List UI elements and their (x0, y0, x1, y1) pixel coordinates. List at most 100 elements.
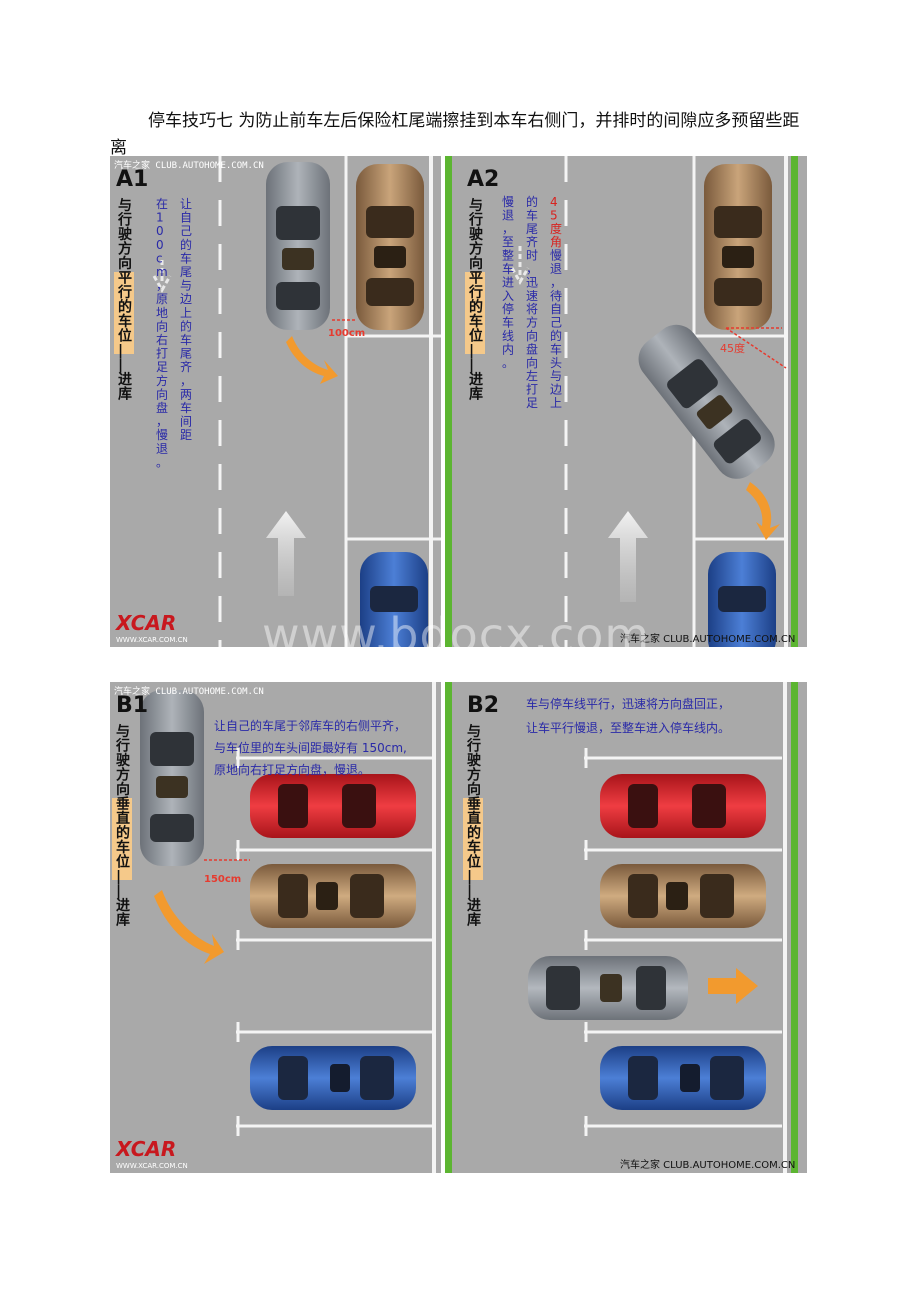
vertical-char: 向 (526, 328, 538, 343)
category-vertical-text: 与行驶方向平行的车位||进库 (117, 198, 132, 403)
vertical-char: ， (526, 262, 538, 276)
vertical-char: 车 (180, 400, 192, 415)
panel-label: A2 (467, 167, 499, 192)
vertical-char: 打 (156, 347, 168, 361)
vertical-char: 位 (467, 854, 481, 871)
vertical-char: 车 (180, 250, 192, 265)
vertical-char: ， (156, 279, 168, 293)
vertical-char: 垂 (467, 796, 481, 813)
vertical-char: 向 (467, 781, 481, 798)
vertical-char: 内 (502, 342, 514, 356)
vertical-char: 地 (156, 306, 168, 320)
vertical-char: | (118, 358, 123, 374)
xcar-url: WWW.XCAR.COM.CN (116, 1162, 188, 1170)
vertical-char: 0 (156, 238, 164, 252)
gray-car-icon (528, 956, 688, 1020)
brown-car-icon (600, 864, 766, 928)
vertical-char: 车 (116, 839, 130, 856)
vertical-char: ， (156, 415, 168, 429)
panel-label: B2 (467, 693, 499, 718)
vertical-char: 方 (526, 315, 538, 330)
vertical-char: 足 (526, 396, 538, 410)
vertical-char: 左 (526, 368, 538, 383)
gray-car-icon (140, 690, 204, 866)
instruction-vertical-text: 让自己的车尾与边上的车尾齐，两车间距 (180, 197, 192, 442)
vertical-char: 垂 (116, 796, 130, 813)
figure-perpendicular-parking: 150cm B1 汽车之家 CLUB.AUTOHOME.COM.CN 让自己的车… (110, 682, 807, 1173)
vertical-char: 待 (550, 289, 562, 303)
vertical-char: 的 (180, 318, 192, 333)
vertical-char: 的 (118, 299, 132, 316)
vertical-char: 行 (117, 284, 132, 301)
vertical-char: 进 (116, 898, 130, 914)
vertical-char: 车 (467, 839, 481, 856)
vertical-char: 边 (550, 383, 562, 397)
blue-car-icon (360, 552, 428, 647)
vertical-char: ， (180, 374, 192, 388)
vertical-char: 的 (116, 825, 130, 842)
angle-marker (725, 327, 787, 369)
vertical-char: 慢 (502, 195, 514, 209)
vertical-char: c (156, 251, 163, 265)
vertical-char: 方 (118, 241, 132, 258)
instruction-line: 让自己的车尾于邻库车的右侧平齐， (214, 718, 406, 733)
vertical-char: 4 (550, 195, 558, 209)
gray-car-icon (266, 162, 330, 330)
vertical-char: 方 (469, 241, 483, 258)
vertical-char: 迅 (526, 275, 538, 289)
vertical-char: 退 (502, 208, 514, 222)
vertical-char: 慢 (550, 249, 562, 263)
vertical-char: 打 (526, 383, 538, 397)
vertical-char: | (469, 343, 474, 359)
vertical-char: | (118, 343, 123, 359)
vertical-char: 车 (502, 315, 514, 330)
vertical-char: 己 (180, 224, 192, 238)
vertical-char: 右 (156, 332, 168, 347)
vertical-char: 速 (526, 289, 538, 303)
vertical-char: 间 (180, 415, 192, 429)
vertical-char: 与 (469, 198, 483, 214)
instruction-line: 让车平行慢退，至整车进入停车线内。 (526, 720, 730, 735)
green-strip (445, 156, 452, 647)
vertical-char: 退 (550, 262, 562, 276)
vertical-char: 进 (467, 898, 481, 914)
vertical-char: 盘 (526, 341, 538, 356)
page-heading: 停车技巧七 为防止前车左后保险杠尾端擦挂到本车右侧门，并排时的间隙应多预留些距离 (110, 111, 800, 158)
vertical-char: 头 (550, 356, 562, 370)
instruction-line: 车与停车线平行，迅速将方向盘回正， (526, 696, 730, 711)
instruction-vertical-text: 慢退，至整车进入停车线内。 (502, 195, 514, 370)
vertical-char: 库 (116, 912, 130, 929)
site-caption: 汽车之家 CLUB.AUTOHOME.COM.CN (114, 685, 264, 697)
vertical-char: 行 (468, 284, 483, 301)
vertical-char: 退 (156, 442, 168, 456)
vertical-char: 齐 (526, 234, 538, 249)
turn-arrow-icon (286, 336, 338, 384)
vertical-char: 1 (156, 211, 164, 225)
vertical-char: 驶 (118, 226, 132, 243)
category-vertical-text: 与行驶方向垂直的车位||进库 (466, 724, 481, 929)
vertical-char: 的 (526, 194, 538, 209)
vertical-char: 位 (118, 328, 132, 345)
blue-car-icon (600, 1046, 766, 1110)
brown-car-icon (250, 864, 416, 928)
vertical-char: 方 (116, 767, 130, 784)
vertical-char: 平 (118, 271, 132, 287)
panel-label: B1 (116, 693, 148, 718)
vertical-char: 慢 (156, 428, 168, 442)
vertical-char: 将 (526, 302, 538, 316)
category-vertical-text: 与行驶方向平行的车位||进库 (468, 198, 483, 403)
category-highlight (112, 798, 132, 880)
vertical-char: 库 (118, 386, 132, 403)
vertical-char: 驶 (467, 752, 481, 769)
brown-car-icon (704, 164, 772, 330)
panel-a1: 100cm A1 汽车之家 CLUB.AUTOHOME.COM.CN 与行驶方向… (110, 156, 441, 647)
vertical-char: 车 (502, 261, 514, 276)
vertical-char: 。 (502, 356, 514, 370)
dashed-arrow-icon (510, 246, 530, 286)
category-highlight (465, 272, 485, 354)
vertical-char: 尾 (526, 222, 538, 236)
site-caption: 汽车之家 CLUB.AUTOHOME.COM.CN (114, 159, 264, 171)
vertical-char: 5 (550, 208, 558, 222)
